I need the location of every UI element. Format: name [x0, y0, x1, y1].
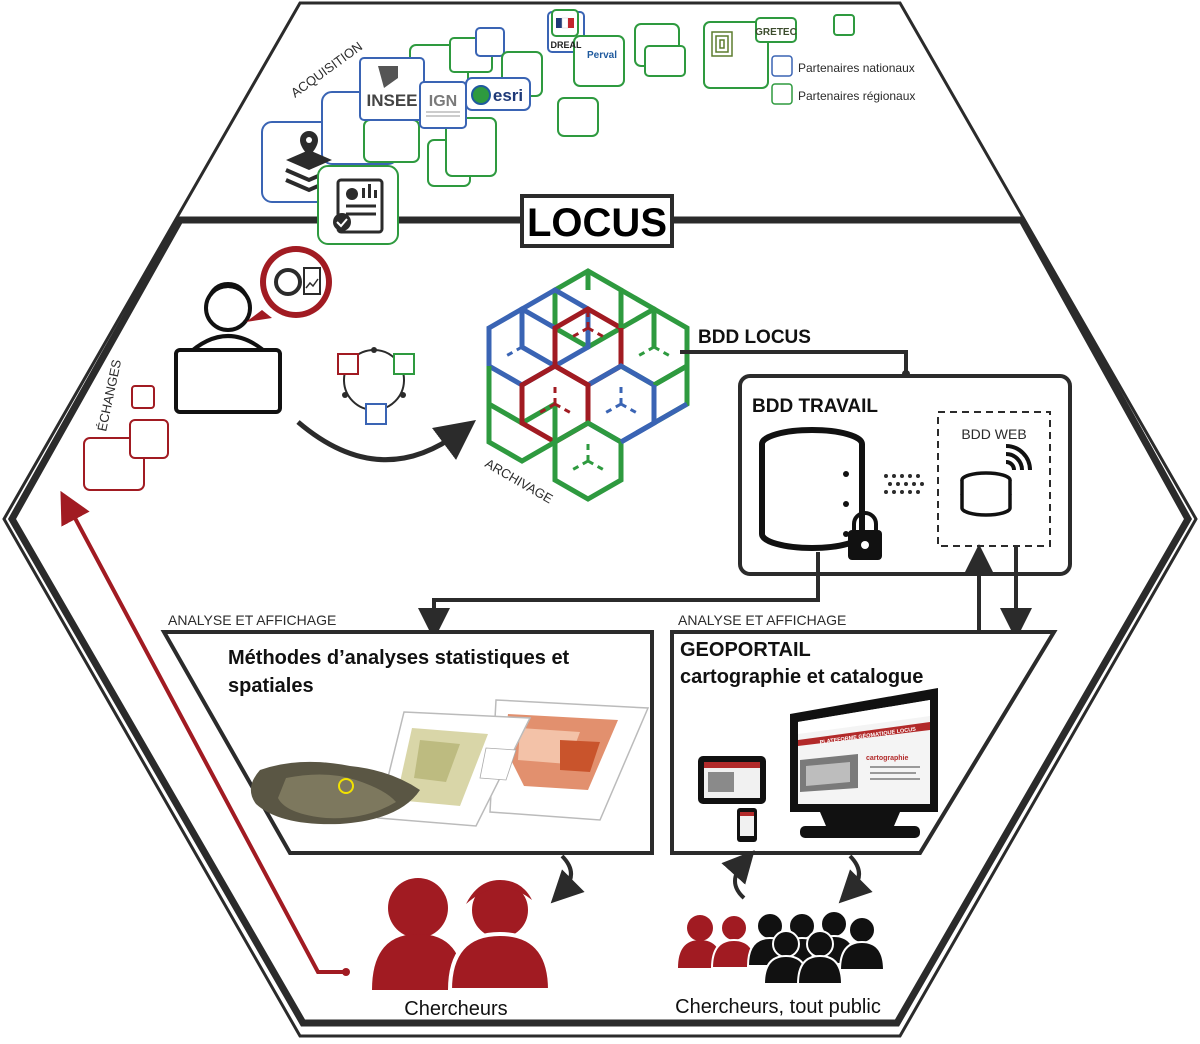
geoportail-title-line1: GEOPORTAIL — [680, 639, 811, 661]
bdd-locus-connector — [680, 350, 908, 372]
analysis-title-line2: spatiales — [228, 675, 314, 697]
arrow-to-archive — [296, 420, 477, 463]
public-group-icon — [678, 910, 886, 985]
database-icon — [759, 427, 865, 551]
partner-tiles — [261, 9, 855, 203]
archivage-label: ARCHIVAGE — [483, 456, 556, 507]
analysis-section-label: ANALYSE ET AFFICHAGE — [168, 612, 336, 628]
phone-icon — [737, 808, 757, 842]
globe-icon — [471, 85, 491, 105]
legend-national-label: Partenaires nationaux — [798, 61, 915, 75]
dreal-logo: DREAL — [551, 40, 583, 50]
researchers-feedback-arrow — [60, 490, 346, 974]
speech-bubble-icon — [246, 246, 332, 322]
geoportail-title-line2: cartographie et catalogue — [680, 666, 923, 688]
bdd-travail-label: BDD TRAVAIL — [752, 396, 878, 417]
office-environnement-logo — [711, 31, 733, 57]
public-label: Chercheurs, tout public — [675, 996, 881, 1018]
legend-regional-label: Partenaires régionaux — [798, 89, 915, 103]
arrow-public-up — [721, 850, 755, 900]
locus-title: LOCUS — [527, 201, 667, 245]
locus-title-box — [520, 194, 674, 248]
arrow-to-public — [838, 854, 873, 904]
esri-logo: esri — [493, 86, 523, 105]
lock-icon — [848, 511, 882, 560]
perval-logo: Perval — [587, 50, 617, 61]
monitor-icon: PLATEFORME GÉOMATIQUE LOCUS cartographie — [790, 688, 938, 838]
chercheurs-label: Chercheurs — [404, 998, 507, 1020]
insee-logo: INSEE — [366, 91, 417, 110]
wifi-icon — [1005, 444, 1032, 471]
geoportail-section-label: ANALYSE ET AFFICHAGE — [678, 612, 846, 628]
bdd-web-label: BDD WEB — [961, 426, 1026, 442]
legend-regional-swatch — [771, 83, 793, 105]
analysis-map-screenshots — [250, 699, 650, 827]
inner-hexagon — [7, 216, 1193, 1027]
arrow-to-chercheurs — [550, 854, 585, 904]
tablet-icon — [698, 756, 766, 804]
arrow-to-analysis — [418, 552, 820, 640]
user-laptop-icon — [174, 282, 282, 414]
bdd-locus-label: BDD LOCUS — [698, 327, 811, 348]
ign-logo: IGN — [429, 93, 457, 110]
report-icon — [333, 178, 384, 234]
sync-dots — [884, 474, 924, 494]
archive-cube-inner-dashes — [505, 310, 671, 472]
researchers-icon — [372, 878, 553, 992]
archive-cube — [486, 268, 690, 502]
legend-national-swatch — [771, 55, 793, 77]
dreal-flag — [556, 18, 562, 28]
web-database-icon — [960, 471, 1012, 517]
exchange-cycle-icon — [337, 347, 415, 425]
gretec-logo: GRETEC — [755, 27, 797, 38]
echanges-squares — [83, 385, 169, 491]
analysis-title-line1: Méthodes d’analyses statistiques et — [228, 647, 570, 669]
monitor-screen-subtitle: cartographie — [866, 755, 909, 762]
insee-logo-mark — [378, 66, 398, 88]
